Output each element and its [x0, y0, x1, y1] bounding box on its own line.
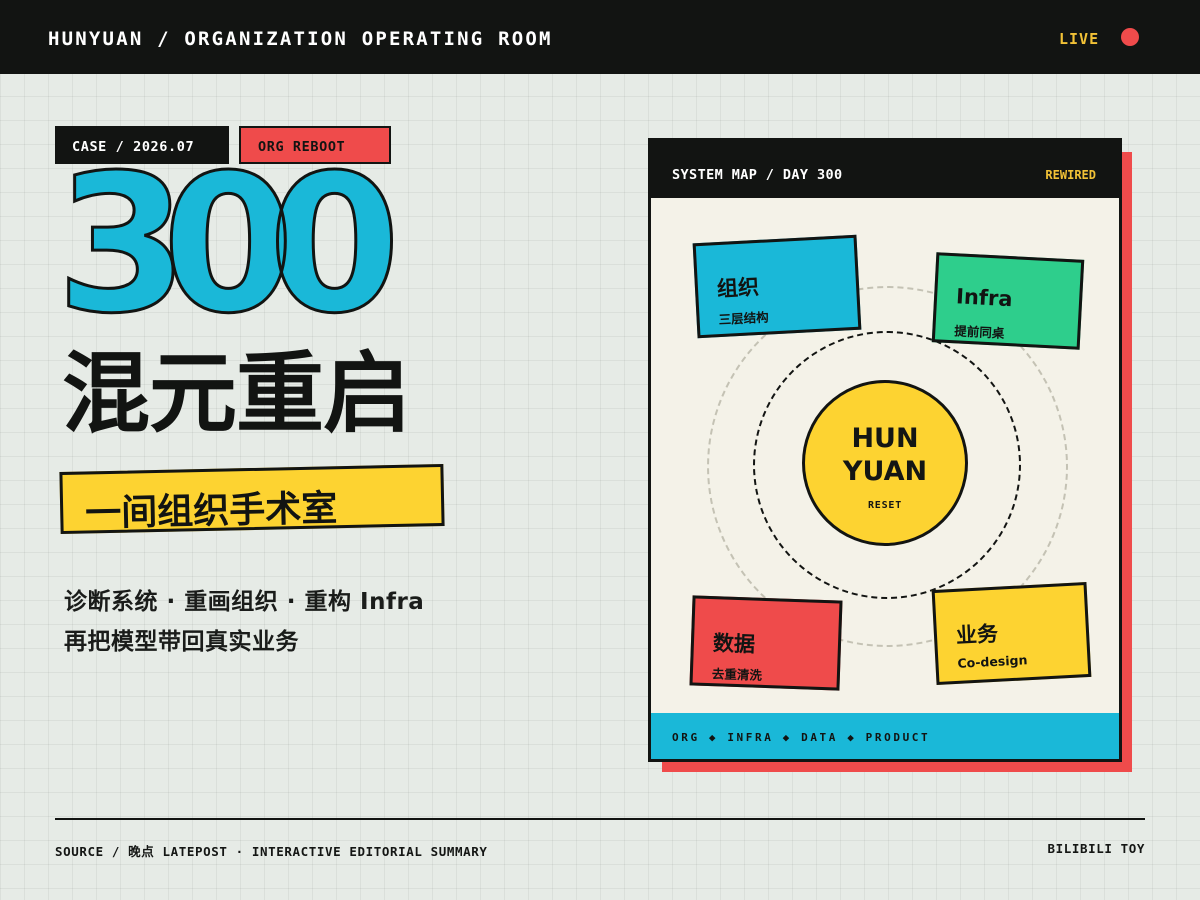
case-tag: CASE / 2026.07	[55, 126, 229, 164]
node-subtitle: 三层结构	[718, 309, 769, 328]
hero-headline: 混元重启	[62, 342, 411, 445]
core-sub-label: RESET	[867, 500, 903, 511]
node-data[interactable]: 数据 去重清洗	[689, 595, 843, 691]
hunyuan-core[interactable]: HUN YUAN RESET	[802, 380, 968, 546]
card-footer: ORG ◆ INFRA ◆ DATA ◆ PRODUCT	[651, 713, 1119, 759]
node-subtitle: 去重清洗	[711, 666, 763, 683]
description-line-1: 诊断系统 · 重画组织 · 重构 Infra	[64, 589, 425, 615]
description-line-2: 再把模型带回真实业务	[64, 629, 299, 655]
node-title: Infra	[955, 284, 1014, 312]
live-label: LIVE	[1059, 30, 1100, 48]
node-business[interactable]: 业务 Co-design	[931, 582, 1092, 685]
org-reboot-tag: ORG REBOOT	[239, 126, 391, 164]
node-subtitle: 提前同桌	[953, 323, 1005, 341]
subtitle-text: 一间组织手术室	[84, 488, 338, 535]
node-title: 组织	[716, 274, 760, 302]
source-credit: SOURCE / 晚点 LATEPOST · INTERACTIVE EDITO…	[55, 844, 488, 859]
core-label-line-2: YUAN	[842, 456, 928, 487]
page-title: HUNYUAN / ORGANIZATION OPERATING ROOM	[48, 28, 553, 50]
card-footer-label: ORG ◆ INFRA ◆ DATA ◆ PRODUCT	[672, 731, 931, 744]
outer-orbit-ring	[707, 286, 1068, 647]
hero-number: 300	[55, 134, 403, 355]
footer-divider	[55, 818, 1145, 820]
rewired-status: REWIRED	[1045, 168, 1096, 182]
card-header: SYSTEM MAP / DAY 300 REWIRED	[651, 141, 1119, 198]
subtitle-band: 一间组织手术室	[59, 463, 445, 535]
card-title: SYSTEM MAP / DAY 300	[672, 167, 843, 183]
system-map-card: SYSTEM MAP / DAY 300 REWIRED HUN YUAN RE…	[648, 138, 1122, 762]
live-indicator-icon	[1121, 28, 1139, 46]
node-infra[interactable]: Infra 提前同桌	[931, 252, 1085, 350]
inner-orbit-ring	[753, 331, 1021, 599]
node-org[interactable]: 组织 三层结构	[692, 234, 862, 339]
node-title: 数据	[712, 631, 756, 657]
core-label-line-1: HUN	[851, 423, 919, 454]
top-bar: HUNYUAN / ORGANIZATION OPERATING ROOM LI…	[0, 0, 1200, 74]
node-subtitle: Co-design	[957, 652, 1028, 671]
node-title: 业务	[955, 621, 999, 648]
author-credit: BILIBILI TOY	[1047, 841, 1145, 856]
